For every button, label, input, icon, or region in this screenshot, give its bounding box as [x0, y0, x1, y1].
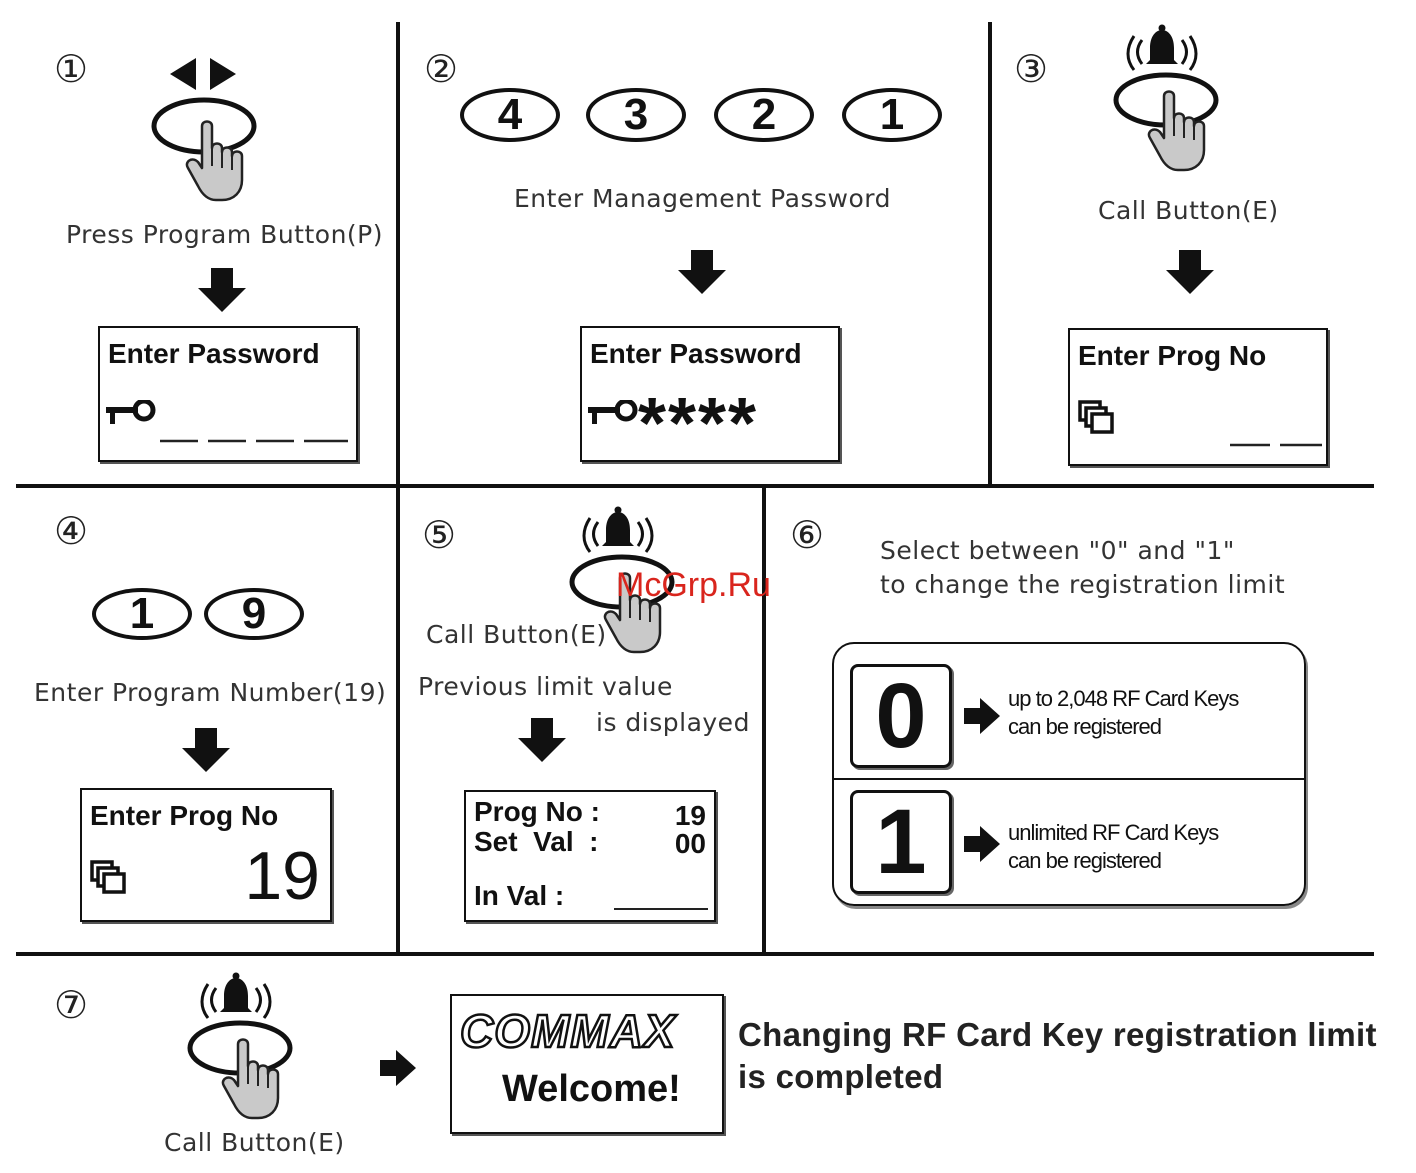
lcd-in-val-blank [614, 908, 708, 910]
prog-number-value: 19 [244, 838, 320, 914]
cards-icon [1078, 400, 1114, 434]
lcd-in-val-label: In Val : [474, 880, 565, 911]
divider-h2 [16, 952, 1374, 956]
step-2-caption: Enter Management Password [514, 184, 891, 213]
step-3-lcd: Enter Prog No [1068, 328, 1328, 466]
step-1-number: ① [54, 47, 89, 91]
option-1-line1: unlimited RF Card Keys [1008, 820, 1219, 845]
lcd-set-val-label: Set Val : [474, 826, 599, 857]
option-0-line1: up to 2,048 RF Card Keys [1008, 686, 1239, 711]
prog-number-blanks [1230, 443, 1322, 447]
step-5-note-line2: is displayed [596, 708, 750, 737]
down-arrow-icon [518, 718, 566, 762]
bell-ring-icon [582, 506, 654, 554]
down-arrow-icon [1166, 250, 1214, 294]
left-right-arrows-icon [170, 58, 236, 90]
lcd-title: Enter Password [108, 338, 320, 369]
step-6-instruction-line1: Select between "0" and "1" [880, 536, 1235, 565]
divider-v4 [762, 486, 766, 954]
step-5-caption: Call Button(E) [426, 620, 607, 649]
keypad-key-3: 3 [586, 88, 686, 142]
option-0-line2: can be registered [1008, 714, 1162, 739]
step-2-lcd: Enter Password **** [580, 326, 840, 462]
commax-logo: COMMAX [459, 1005, 676, 1057]
call-button-press-icon [569, 554, 675, 654]
lcd-prog-no-label: Prog No : [474, 796, 600, 827]
option-divider [834, 778, 1304, 780]
keypad-key-4: 4 [460, 88, 560, 142]
divider-v1 [396, 22, 400, 486]
watermark: McGrp.Ru [616, 566, 771, 604]
lcd-prog-no-value: 19 [674, 800, 706, 831]
divider-v3 [396, 486, 400, 954]
right-arrow-icon [964, 826, 1000, 862]
result-line2: is completed [738, 1058, 944, 1095]
key-icon [104, 400, 156, 426]
option-key-0: 0 [850, 664, 952, 768]
keypad-key-1: 1 [92, 588, 192, 640]
lcd-title: Enter Prog No [90, 800, 279, 831]
program-button-press-icon [151, 97, 257, 202]
right-arrow-icon [380, 1050, 416, 1086]
masked-password: **** [638, 384, 759, 464]
step-5-note-line1: Previous limit value [418, 672, 673, 701]
lcd-title: Enter Prog No [1078, 340, 1267, 371]
step-5-number: ⑤ [422, 513, 457, 557]
lcd-title: Enter Password [590, 338, 802, 369]
result-line1: Changing RF Card Key registration limit [738, 1016, 1377, 1053]
bell-ring-icon [1126, 24, 1198, 72]
step-6-instruction-line2: to change the registration limit [880, 570, 1286, 599]
bell-ring-icon [200, 972, 272, 1020]
down-arrow-icon [678, 250, 726, 294]
right-arrow-icon [964, 698, 1000, 734]
step-2-number: ② [424, 47, 459, 91]
divider-v2 [988, 22, 992, 486]
keypad-key-9: 9 [204, 588, 304, 640]
step-5-lcd: Prog No : 19 Set Val : 00 In Val : [464, 790, 716, 922]
keypad-key-2: 2 [714, 88, 814, 142]
step-7-caption: Call Button(E) [164, 1128, 345, 1157]
step-1-caption: Press Program Button(P) [66, 220, 383, 249]
step-7-lcd: COMMAX Welcome! [450, 994, 724, 1134]
step-4-number: ④ [54, 509, 89, 553]
divider-h1 [16, 484, 1374, 488]
step-3-caption: Call Button(E) [1098, 196, 1279, 225]
down-arrow-icon [182, 728, 230, 772]
step-7-number: ⑦ [54, 983, 89, 1027]
step-3-number: ③ [1014, 47, 1049, 91]
option-panel [832, 642, 1306, 906]
password-blanks [160, 439, 348, 443]
call-button-press-icon [187, 1020, 293, 1120]
lcd-set-val-value: 00 [674, 828, 706, 859]
welcome-text: Welcome! [502, 1068, 681, 1110]
step-6-number: ⑥ [790, 513, 825, 557]
key-icon [586, 400, 638, 426]
down-arrow-icon [198, 268, 246, 312]
step-1-lcd: Enter Password [98, 326, 358, 462]
option-1-line2: can be registered [1008, 848, 1162, 873]
keypad-key-1: 1 [842, 88, 942, 142]
step-4-caption: Enter Program Number(19) [34, 678, 387, 707]
cards-icon [90, 860, 126, 894]
call-button-press-icon [1113, 72, 1219, 172]
option-key-1: 1 [850, 790, 952, 894]
step-4-lcd: Enter Prog No 19 [80, 788, 332, 922]
